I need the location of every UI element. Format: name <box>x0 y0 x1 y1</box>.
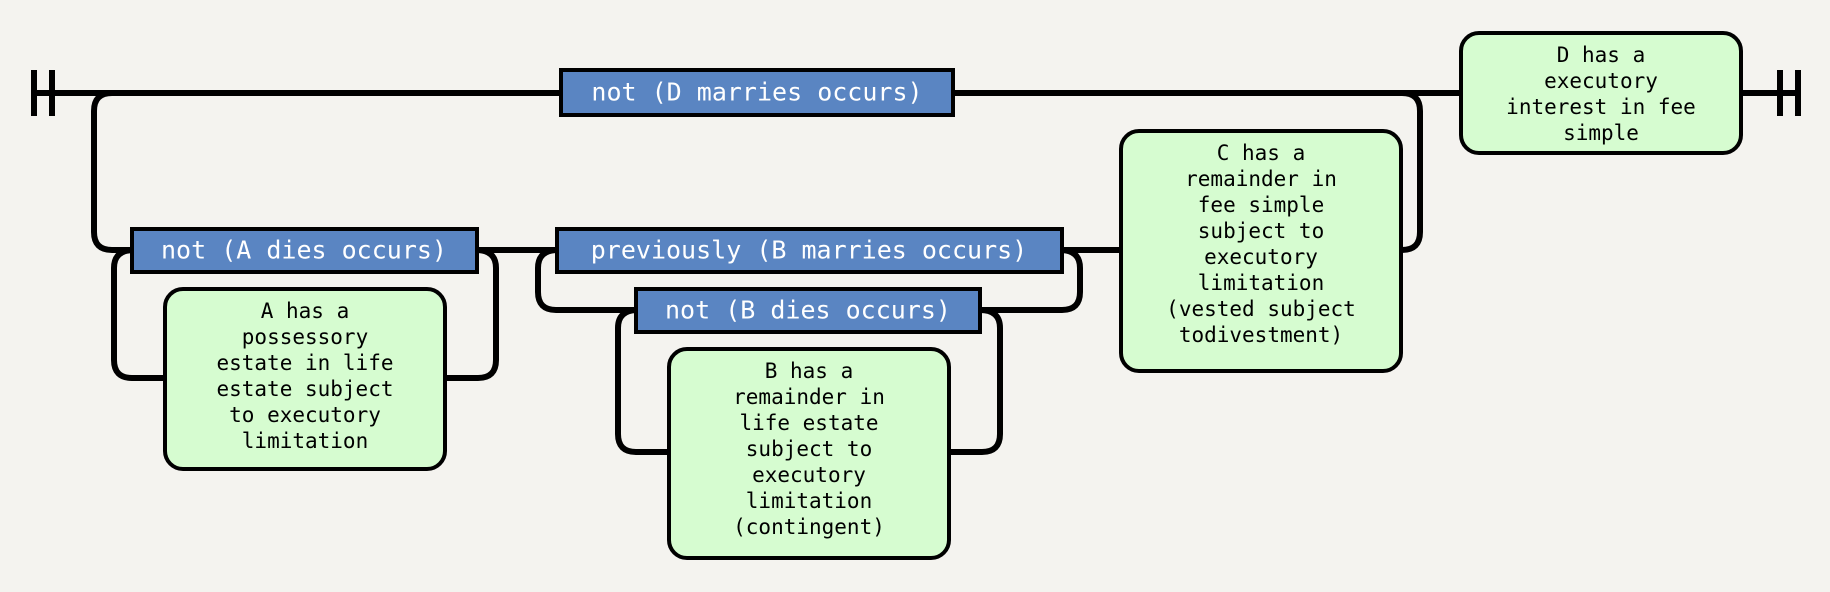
state-d-line: simple <box>1563 121 1639 145</box>
state-b-line: limitation <box>746 489 872 513</box>
state-b-line: (contingent) <box>733 515 885 539</box>
state-box-a: A has a possessory estate in life estate… <box>163 287 447 471</box>
state-b-line: life estate <box>739 411 878 435</box>
state-d-line: D has a <box>1557 43 1646 67</box>
state-c-line: limitation <box>1198 271 1324 295</box>
state-b-line: B has a <box>765 359 854 383</box>
state-c-line: fee simple <box>1198 193 1324 217</box>
state-a-line: possessory <box>242 325 368 349</box>
state-c-line: (vested subject <box>1166 297 1356 321</box>
state-b-line: subject to <box>746 437 872 461</box>
state-c-line: C has a <box>1217 141 1306 165</box>
condition-b-marries: previously (B marries occurs) <box>555 227 1064 274</box>
state-d-line: executory <box>1544 69 1658 93</box>
state-c-line: todivestment) <box>1179 323 1343 347</box>
condition-d-marries: not (D marries occurs) <box>559 68 955 117</box>
condition-b-dies-label: not (B dies occurs) <box>665 296 951 325</box>
state-a-line: A has a <box>261 299 350 323</box>
state-box-d: D has a executory interest in fee simple <box>1459 31 1743 155</box>
state-box-c: C has a remainder in fee simple subject … <box>1119 129 1403 373</box>
state-b-line: executory <box>752 463 866 487</box>
condition-a-dies-label: not (A dies occurs) <box>161 236 447 265</box>
state-d-line: interest in fee <box>1506 95 1696 119</box>
state-a-line: to executory <box>229 403 381 427</box>
state-c-line: subject to <box>1198 219 1324 243</box>
condition-a-dies: not (A dies occurs) <box>130 227 479 274</box>
condition-d-marries-label: not (D marries occurs) <box>591 78 922 107</box>
state-c-line: remainder in <box>1185 167 1337 191</box>
state-c-line: executory <box>1204 245 1318 269</box>
state-a-line: estate in life <box>216 351 393 375</box>
condition-b-dies: not (B dies occurs) <box>634 287 982 334</box>
state-box-b: B has a remainder in life estate subject… <box>667 347 951 560</box>
state-a-line: estate subject <box>216 377 393 401</box>
state-b-line: remainder in <box>733 385 885 409</box>
condition-b-marries-label: previously (B marries occurs) <box>591 236 1028 265</box>
state-a-line: limitation <box>242 429 368 453</box>
